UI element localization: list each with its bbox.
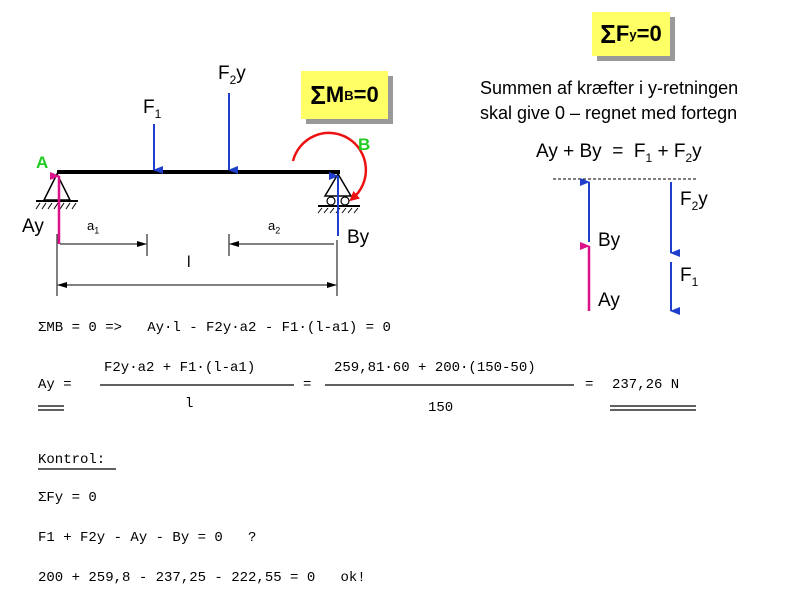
force-equation: Ay + By = F1 + F2y (536, 141, 702, 165)
moment-arc (291, 131, 368, 202)
frac2-numerator: 259,81·60 + 200·(150-50) (334, 360, 536, 376)
vec-label-f2y: F2y (680, 189, 708, 213)
frac1-numerator: F2y·a2 + F1·(l-a1) (104, 360, 256, 376)
label-a: A (36, 153, 49, 172)
explain-line-2: skal give 0 – regnet med fortegn (480, 103, 738, 123)
label-ay: Ay (22, 216, 44, 237)
calc-lines (38, 384, 696, 470)
label-f2y: F2y (218, 63, 246, 87)
dim-a1 (56, 234, 148, 296)
support-b (317, 172, 360, 214)
label-b: B (358, 135, 371, 154)
equals-2: = (585, 377, 594, 393)
ay-label: Ay = (38, 377, 72, 393)
dim-a2 (228, 234, 338, 296)
frac2-denominator: 150 (428, 400, 454, 416)
vec-label-f1: F1 (680, 265, 699, 289)
support-a (35, 172, 78, 210)
label-f1: F1 (143, 97, 162, 121)
moment-equation: ΣMB = 0 => Ay·l - F2y·a2 - F1·(l-a1) = 0 (38, 320, 391, 336)
kontrol-title: Kontrol: (38, 452, 106, 468)
kontrol-line-3: 200 + 259,8 - 237,25 - 222,55 = 0 ok! (38, 570, 366, 586)
vector-diagram (553, 178, 697, 315)
explain-line-1: Summen af kræfter i y-retningen (480, 78, 739, 98)
kontrol-line-2: F1 + F2y - Ay - By = 0 ? (38, 530, 257, 546)
frac1-denominator: l (185, 396, 194, 412)
label-a1: a1 (87, 218, 100, 236)
vec-label-ay: Ay (598, 290, 620, 311)
vec-label-by: By (598, 230, 621, 251)
equals-1: = (303, 377, 312, 393)
label-a2: a2 (268, 218, 281, 236)
label-l: l (187, 254, 191, 271)
kontrol-line-1: ΣFy = 0 (38, 490, 97, 506)
ay-result: 237,26 N (612, 377, 680, 393)
label-by: By (347, 227, 370, 248)
